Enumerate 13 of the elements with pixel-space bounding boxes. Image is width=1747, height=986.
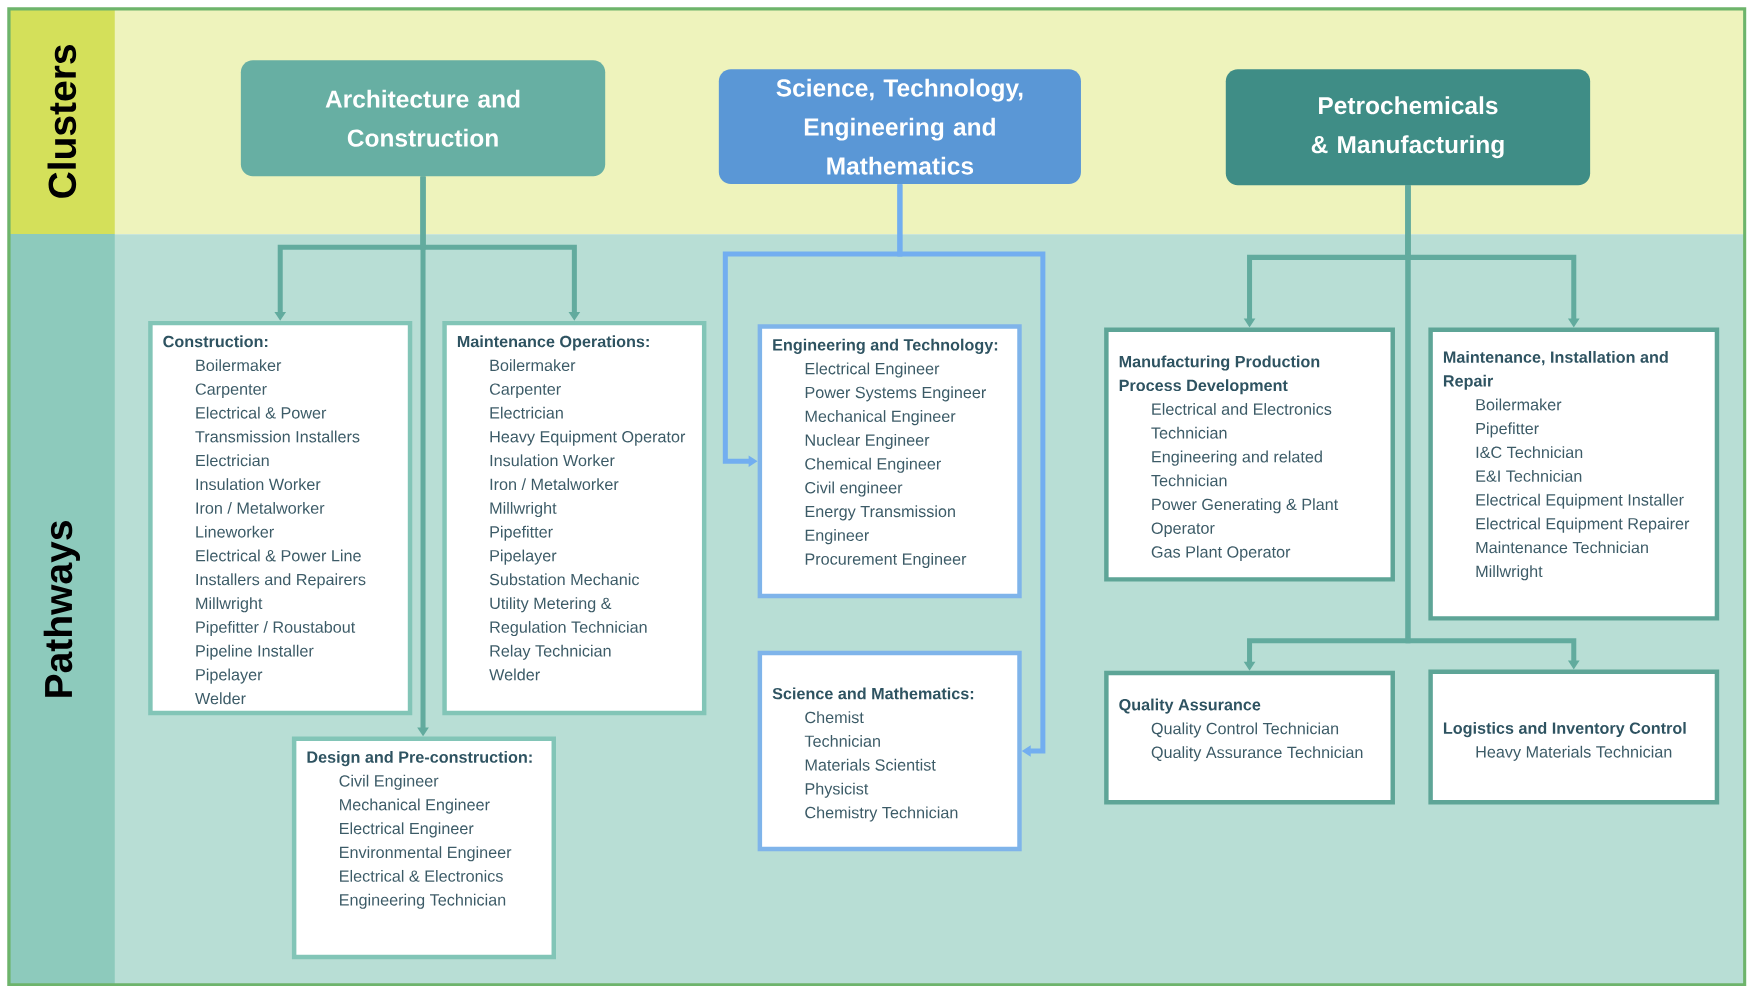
arrow bbox=[897, 184, 1046, 757]
pathway-box: Design and Pre-construction: Civil Engineer Mechanical Engineer Electrical Engineer Environmental Engineer Electrical & Electronics Engineering Technician bbox=[291, 736, 556, 960]
pathway-box: Logistics and Inventory Control Heavy Materials Technician bbox=[1428, 669, 1720, 805]
pathway-box: Maintenance, Installation and Repair Boilermaker Pipefitter I&C Technician E&I Technician Electrical Equipment Installer Electrical Equipment Repairer Maintenance Technician Millwright bbox=[1428, 327, 1720, 621]
pathway-box: Maintenance Operations: Boilermaker Carpenter Electrician Heavy Equipment Operator Insulation Worker Iron / Metalworker Millwright Pipefitter Pipelayer Substation Mechanic Utility Metering & Regulation Technician Relay Technician Welder bbox=[442, 320, 707, 716]
pathway-box: Construction: Boilermaker Carpenter Electrical & Power Transmission Installers Electrician Insulation Worker Iron / Metalworker Lineworker Electrical & Power Line Installers and Repairers Millwright Pipefitter / Roustabout Pipeline Installer Pipelayer Welder bbox=[148, 320, 413, 716]
cluster-box: Architecture and Construction bbox=[240, 60, 606, 177]
pathway-box: Engineering and Technology: Electrical Engineer Power Systems Engineer Mechanical Engineer Nuclear Engineer Chemical Engineer Civil engineer Energy Transmission Engineer Procurement Engineer bbox=[757, 324, 1022, 599]
cluster-box: Science, Technology, Engineering and Mathematics bbox=[718, 69, 1081, 184]
pathway-box: Quality Assurance Quality Control Technician Quality Assurance Technician bbox=[1104, 670, 1395, 805]
pathway-box: Science and Mathematics: Chemist Technician Materials Scientist Physicist Chemistry Technician bbox=[757, 650, 1022, 852]
pathway-box: Manufacturing Production Process Development Electrical and Electronics Technician Engineering and related Technician Power Generating & Plant Operator Gas Plant Operator bbox=[1104, 327, 1395, 582]
cluster-box: Petrochemicals & Manufacturing bbox=[1225, 69, 1591, 186]
